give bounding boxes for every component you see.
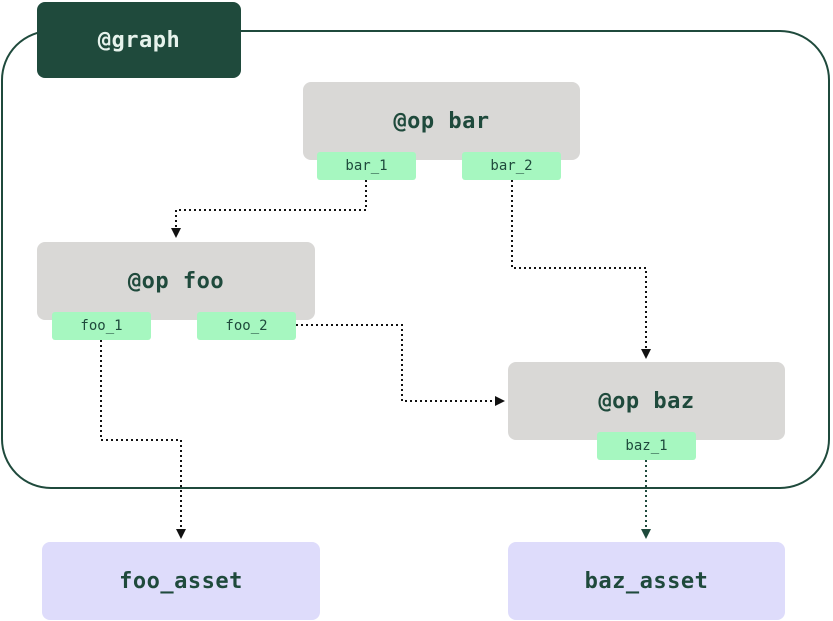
graph-container (1, 30, 830, 489)
op-bar-node[interactable]: @op bar (303, 82, 580, 160)
port-bar-2[interactable]: bar_2 (462, 152, 561, 180)
edge-foo1-to-foo-asset (100, 340, 186, 539)
op-bar-label: @op bar (393, 108, 490, 134)
graph-label: @graph (37, 2, 241, 78)
asset-baz[interactable]: baz_asset (508, 542, 785, 620)
op-foo-node[interactable]: @op foo (37, 242, 315, 320)
port-foo-2[interactable]: foo_2 (197, 312, 296, 340)
port-bar-1[interactable]: bar_1 (317, 152, 416, 180)
port-foo-1[interactable]: foo_1 (52, 312, 151, 340)
edge-bar1-to-foo (171, 180, 367, 238)
edge-bar2-to-baz (511, 180, 651, 359)
port-baz-1[interactable]: baz_1 (597, 432, 696, 460)
edge-foo2-to-baz (296, 324, 505, 406)
op-baz-label: @op baz (598, 388, 695, 414)
asset-foo[interactable]: foo_asset (42, 542, 320, 620)
op-baz-node[interactable]: @op baz (508, 362, 785, 440)
op-foo-label: @op foo (127, 268, 225, 294)
